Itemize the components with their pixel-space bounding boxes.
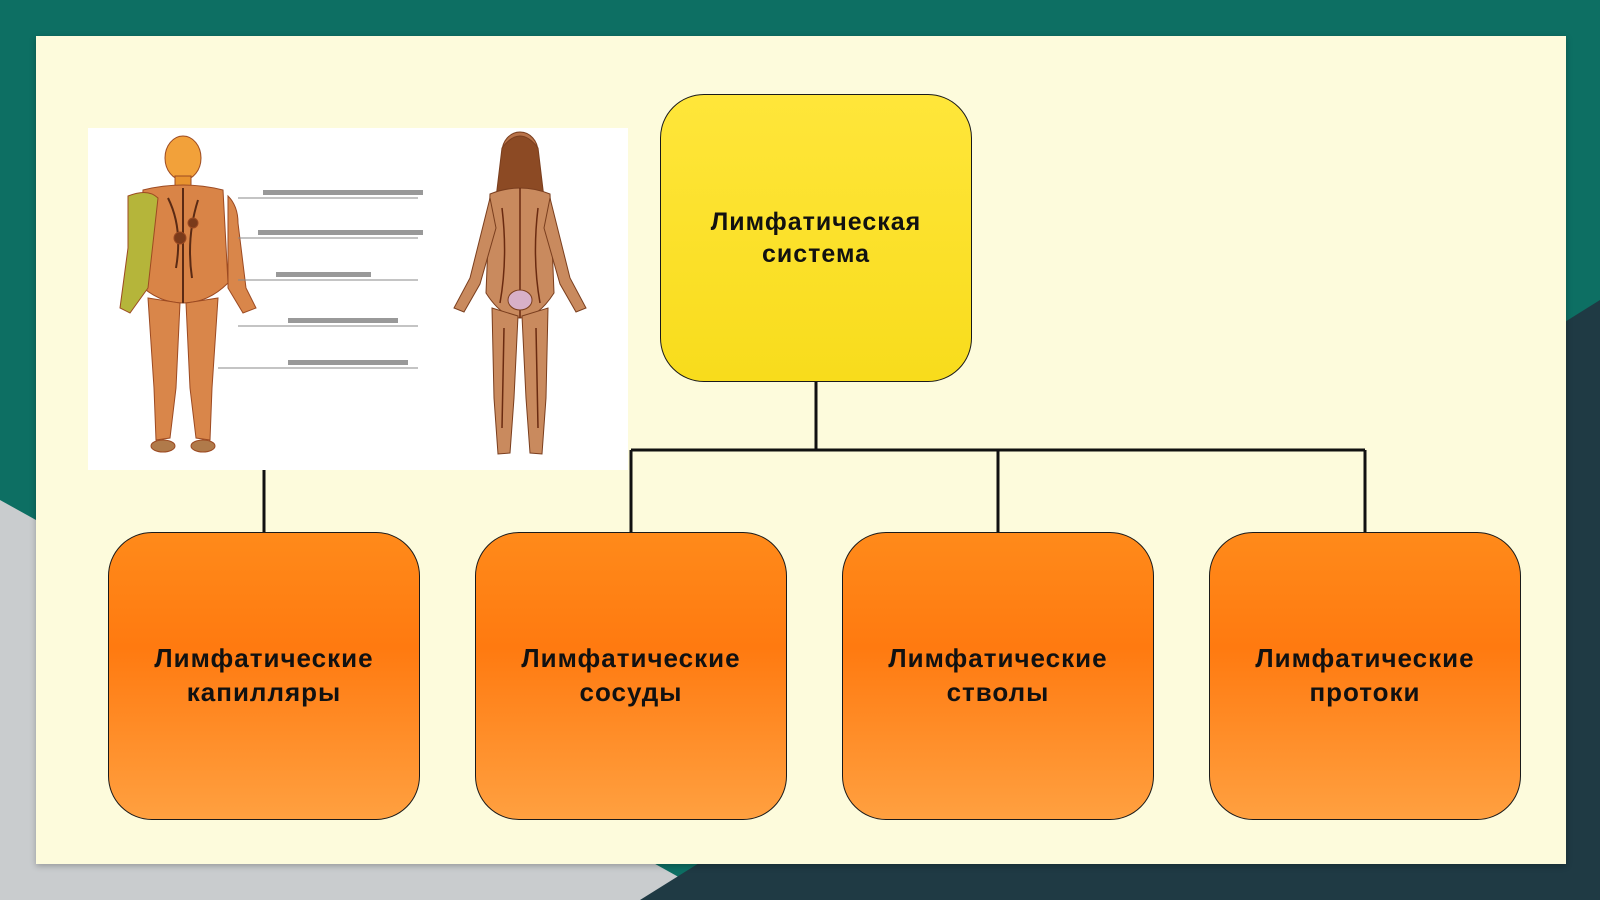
child-node-label: Лимфатические стволы <box>888 643 1108 707</box>
child-node-label: Лимфатические протоки <box>1255 643 1475 707</box>
connector-lines <box>262 382 1367 532</box>
child-node-trunks: Лимфатические стволы <box>842 532 1154 820</box>
child-node-vessels: Лимфатические сосуды <box>475 532 787 820</box>
slide: Лимфатическая система Лимфатические капи… <box>36 36 1566 864</box>
root-node-label: Лимфатическая система <box>710 207 922 269</box>
male-figure <box>119 135 257 453</box>
child-node-capillaries: Лимфатические капилляры <box>108 532 420 820</box>
child-node-label: Лимфатические капилляры <box>154 643 374 707</box>
lymphatic-system-illustration <box>88 128 628 470</box>
child-node-label: Лимфатические сосуды <box>521 643 741 707</box>
root-node-lymphatic-system: Лимфатическая система <box>660 94 972 382</box>
female-figure <box>453 131 587 455</box>
annotation-text-placeholders <box>258 190 423 365</box>
child-node-ducts: Лимфатические протоки <box>1209 532 1521 820</box>
annotation-lines <box>218 197 418 369</box>
